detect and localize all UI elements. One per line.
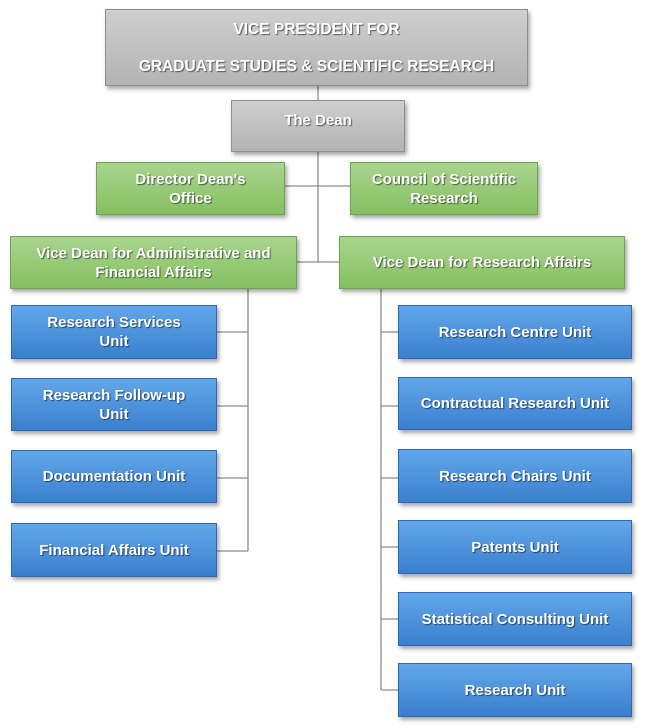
council-scientific-research-box: Council of Scientific Research [350, 162, 538, 215]
director-deans-office-box: Director Dean's Office [96, 162, 285, 215]
contractual-research-unit-box: Contractual Research Unit [398, 377, 632, 430]
research-chairs-unit-box: Research Chairs Unit [398, 449, 632, 503]
patents-unit-box: Patents Unit [398, 520, 632, 574]
vice-president-box: VICE PRESIDENT FOR GRADUATE STUDIES & SC… [105, 9, 528, 86]
research-follow-up-unit-box: Research Follow-up Unit [11, 378, 217, 431]
research-services-unit-box: Research Services Unit [11, 305, 217, 359]
documentation-unit-box: Documentation Unit [11, 450, 217, 503]
research-centre-unit-box: Research Centre Unit [398, 305, 632, 359]
research-unit-box: Research Unit [398, 663, 632, 717]
vice-dean-research-affairs-box: Vice Dean for Research Affairs [339, 236, 625, 289]
vice-dean-admin-financial-box: Vice Dean for Administrative and Financi… [10, 236, 297, 289]
statistical-consulting-unit-box: Statistical Consulting Unit [398, 592, 632, 646]
dean-box: The Dean [231, 100, 405, 152]
financial-affairs-unit-box: Financial Affairs Unit [11, 523, 217, 577]
